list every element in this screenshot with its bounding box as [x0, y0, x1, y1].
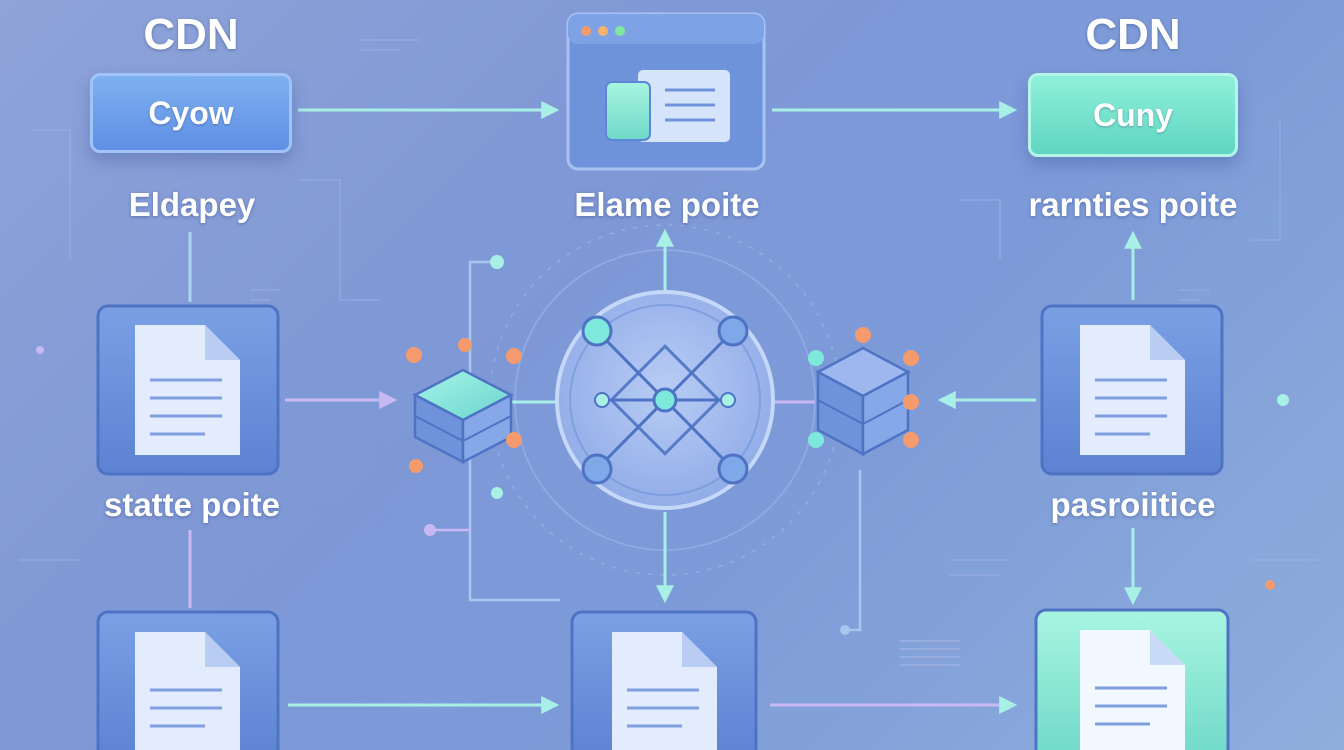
dot-grid-decoration	[900, 640, 960, 666]
document-panel-left-mid	[96, 304, 280, 476]
cube-right	[808, 327, 919, 457]
label-left-top: Eldapey	[128, 186, 256, 223]
browser-window	[566, 12, 766, 171]
label-right-mid: pasroiitice	[1050, 486, 1216, 523]
window-close-dot	[581, 26, 591, 36]
connector-dots	[36, 255, 1289, 635]
document-panel-right-bottom	[1034, 608, 1230, 750]
network-hub	[555, 290, 775, 510]
right-cdn-title: CDN	[1085, 10, 1181, 59]
left-cdn-button[interactable]: Cyow	[90, 73, 292, 153]
label-center-top: Elame poite	[574, 186, 760, 223]
window-min-dot	[598, 26, 608, 36]
label-right-top: rarnties poite	[1028, 186, 1238, 223]
label-left-mid: statte poite	[103, 486, 281, 523]
right-cdn-button[interactable]: Cuny	[1028, 73, 1238, 157]
background-circuit-lines	[20, 39, 1320, 576]
document-panel-right-mid	[1040, 304, 1224, 476]
document-panel-center-bottom	[570, 610, 758, 750]
document-panel-left-bottom	[96, 610, 280, 750]
window-max-dot	[615, 26, 625, 36]
cube-left	[406, 338, 522, 473]
left-cdn-title: CDN	[143, 10, 239, 59]
